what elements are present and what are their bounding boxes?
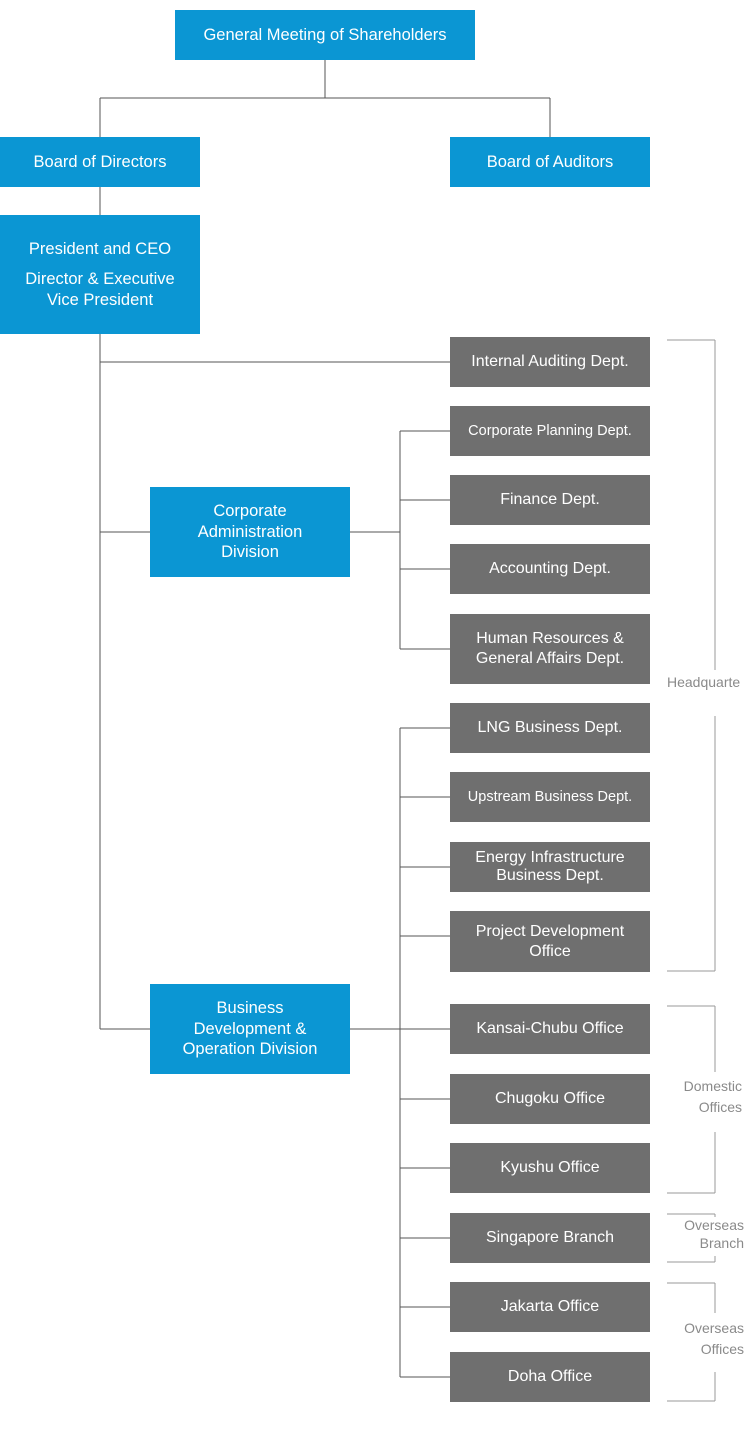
general-meeting-of-shareholders-box: General Meeting of Shareholders <box>175 10 475 60</box>
doha-label: Doha Office <box>507 1368 593 1385</box>
jakarta-label: Jakarta Office <box>500 1298 600 1315</box>
project-development-office-box: Project Development Office <box>450 911 650 972</box>
finance-label: Finance Dept. <box>500 491 600 508</box>
singapore-branch-box: Singapore Branch <box>450 1213 650 1263</box>
kyushu-label: Kyushu Office <box>500 1159 600 1176</box>
executive-vp-label: Director & Executive Vice President <box>25 270 175 309</box>
group-brackets <box>667 339 716 1402</box>
board-of-directors-label: Board of Directors <box>33 152 167 171</box>
president-box: President and CEO Director & Executive V… <box>0 215 200 334</box>
energy-infrastructure-dept-box: Energy Infrastructure Business Dept. <box>450 842 650 892</box>
general-meeting-label: General Meeting of Shareholders <box>203 25 447 44</box>
kansai-chubu-label: Kansai-Chubu Office <box>476 1020 624 1037</box>
corporate-administration-division-box: Corporate Administration Division <box>150 487 350 577</box>
headquarters-group-label: Headquarte <box>667 672 750 693</box>
corporate-planning-dept-box: Corporate Planning Dept. <box>450 406 650 456</box>
upstream-business-dept-box: Upstream Business Dept. <box>450 772 650 822</box>
accounting-label: Accounting Dept. <box>489 560 611 577</box>
internal-auditing-dept-box: Internal Auditing Dept. <box>450 337 650 387</box>
human-resources-label: Human Resources & General Affairs Dept. <box>475 630 625 667</box>
chugoku-label: Chugoku Office <box>495 1090 605 1107</box>
internal-auditing-label: Internal Auditing Dept. <box>471 353 629 370</box>
kyushu-office-box: Kyushu Office <box>450 1143 650 1193</box>
upstream-business-label: Upstream Business Dept. <box>467 788 633 805</box>
lng-business-dept-box: LNG Business Dept. <box>450 703 650 753</box>
finance-dept-box: Finance Dept. <box>450 475 650 525</box>
doha-office-box: Doha Office <box>450 1352 650 1402</box>
lng-business-label: LNG Business Dept. <box>477 719 623 736</box>
chugoku-office-box: Chugoku Office <box>450 1074 650 1124</box>
corporate-planning-label: Corporate Planning Dept. <box>468 422 632 439</box>
business-development-label: Business Development & Operation Divisio… <box>182 999 318 1059</box>
domestic-offices-group-label: Domestic Offices <box>662 1076 742 1118</box>
board-of-auditors-box: Board of Auditors <box>450 137 650 187</box>
project-development-label: Project Development Office <box>475 922 625 960</box>
overseas-branch-group-label: Overseas Branch <box>668 1217 744 1252</box>
accounting-dept-box: Accounting Dept. <box>450 544 650 594</box>
kansai-chubu-office-box: Kansai-Chubu Office <box>450 1004 650 1054</box>
singapore-label: Singapore Branch <box>485 1229 615 1246</box>
energy-infrastructure-label: Energy Infrastructure Business Dept. <box>475 848 625 884</box>
business-development-division-box: Business Development & Operation Divisio… <box>150 984 350 1074</box>
board-of-auditors-label: Board of Auditors <box>486 152 614 171</box>
human-resources-dept-box: Human Resources & General Affairs Dept. <box>450 614 650 684</box>
president-ceo-label: President and CEO <box>28 239 172 258</box>
corporate-administration-label: Corporate Administration Division <box>197 502 303 562</box>
jakarta-office-box: Jakarta Office <box>450 1282 650 1332</box>
board-of-directors-box: Board of Directors <box>0 137 200 187</box>
overseas-offices-group-label: Overseas Offices <box>668 1318 744 1360</box>
